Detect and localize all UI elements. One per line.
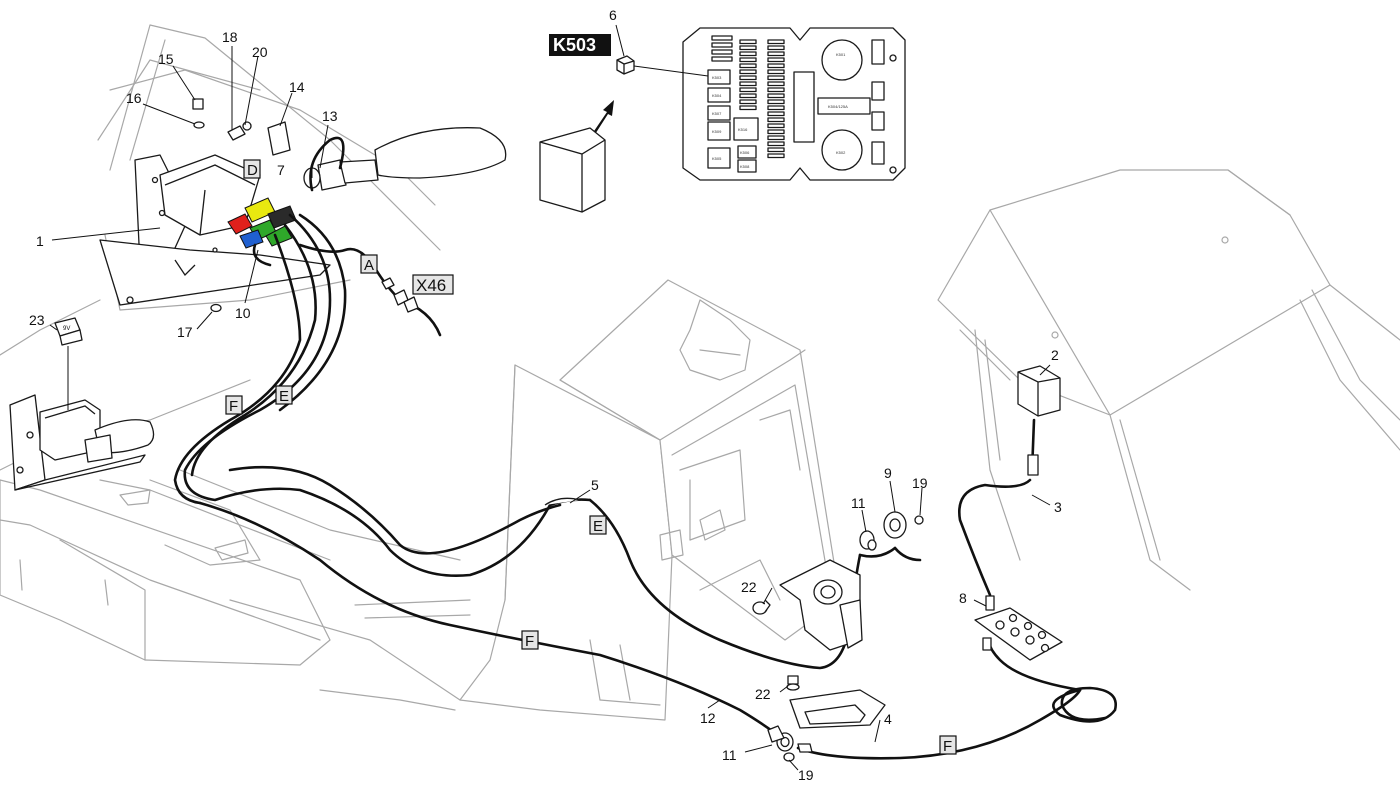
callout-10: 10 xyxy=(235,305,251,321)
callout-7: 7 xyxy=(277,162,285,178)
fuse-box-label-k506: K506 xyxy=(740,150,750,155)
fuse-box-label-k507: K507 xyxy=(712,111,722,116)
callout-22-upper: 22 xyxy=(741,579,757,595)
callout-20: 20 xyxy=(252,44,268,60)
fuse-box-label-k504: K504 xyxy=(712,93,722,98)
machine-outline xyxy=(0,24,1400,721)
wire-tag-f-3: F xyxy=(943,738,952,755)
wire-tag-a: A xyxy=(364,257,374,274)
callout-13: 13 xyxy=(322,108,338,124)
callout-14: 14 xyxy=(289,79,305,95)
callout-18: 18 xyxy=(222,29,238,45)
fuse-box-label-k509: K509 xyxy=(712,129,722,134)
callout-3: 3 xyxy=(1054,499,1062,515)
fuse-row xyxy=(711,35,785,159)
callout-23: 23 xyxy=(29,312,45,328)
junction-box-assembly xyxy=(99,98,507,313)
callout-6: 6 xyxy=(609,7,617,23)
callout-16: 16 xyxy=(126,90,142,106)
k503-badge xyxy=(549,34,611,56)
callout-22-lower: 22 xyxy=(755,686,771,702)
callout-19-upper: 19 xyxy=(912,475,928,491)
callout-11-upper: 11 xyxy=(851,495,866,511)
connector-label-x46: X46 xyxy=(416,276,446,295)
callout-8: 8 xyxy=(959,590,967,606)
wire-tag-e-1: E xyxy=(279,388,289,405)
callout-numbers: 1 2 3 4 5 6 7 8 9 10 11 11 12 13 14 15 1… xyxy=(29,7,1062,783)
callout-5: 5 xyxy=(591,477,599,493)
wire-tag-f-1: F xyxy=(229,398,238,415)
fuse-box-label-k503: K503 xyxy=(712,75,722,80)
wire-tag-d: D xyxy=(247,162,258,179)
fuse-box-label-k516: K516 xyxy=(738,127,748,132)
k503-detail: K503 xyxy=(539,34,709,213)
fuse-box: K501 K502 K503 K504 K507 K509 K505 K516 … xyxy=(682,27,906,181)
arrow-icon xyxy=(590,100,614,139)
callout-9: 9 xyxy=(884,465,892,481)
callout-15: 15 xyxy=(158,51,174,67)
fuse-box-label-k505: K505 xyxy=(712,156,722,161)
callout-12: 12 xyxy=(700,710,716,726)
callout-4: 4 xyxy=(884,711,892,727)
colored-terminals xyxy=(227,197,297,249)
callout-2: 2 xyxy=(1051,347,1059,363)
callout-17: 17 xyxy=(177,324,193,340)
relay-label: 9V xyxy=(63,326,70,332)
wire-tag-e-2: E xyxy=(593,518,603,535)
wire-tag-f-2: F xyxy=(525,633,534,650)
fuse-box-label-k508: K508 xyxy=(740,164,750,169)
callout-11-lower: 11 xyxy=(722,747,737,763)
callout-19-lower: 19 xyxy=(798,767,814,783)
k503-badge-label: K503 xyxy=(553,35,596,55)
harness-components xyxy=(381,277,1063,762)
leader-lines xyxy=(49,24,1051,771)
callout-1: 1 xyxy=(36,233,44,249)
relay-bracket-assembly: 9V xyxy=(9,317,155,491)
fuse-box-label-k504-125a: K504/125A xyxy=(828,104,848,109)
fuse-box-label-k502: K502 xyxy=(836,150,846,155)
wire-tags: D A F E E F F X46 xyxy=(225,159,957,755)
fuse-box-label-k501: K501 xyxy=(836,52,846,57)
